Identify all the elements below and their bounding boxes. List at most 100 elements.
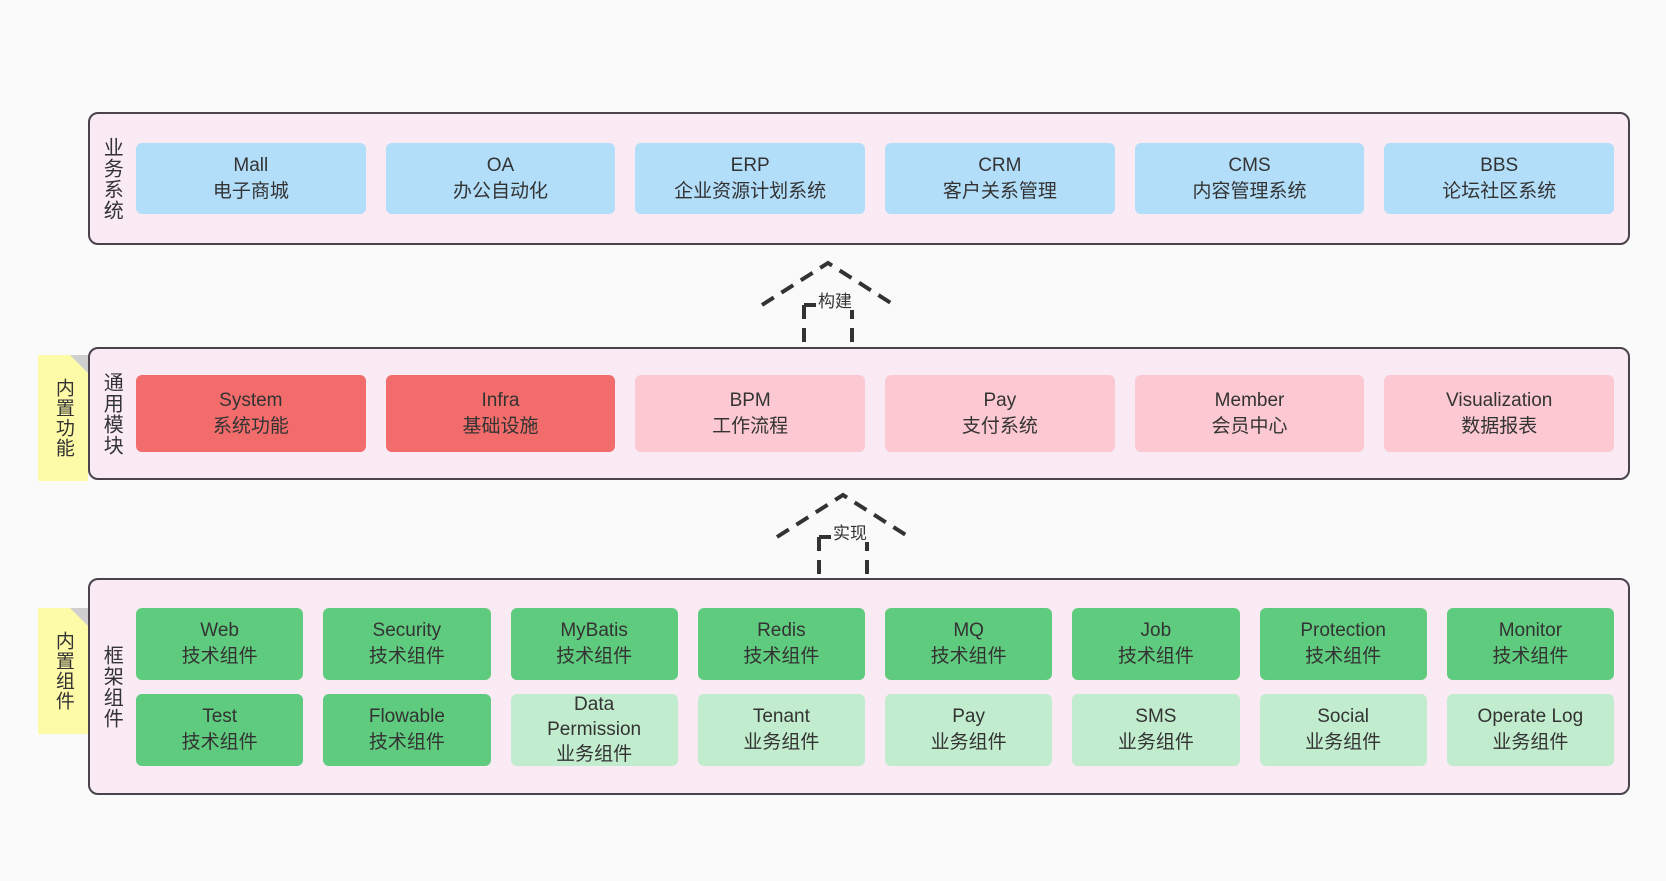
card-subtitle: 技术组件	[368, 731, 445, 753]
card-title: Tenant	[752, 706, 810, 728]
card-subtitle: 技术组件	[1492, 645, 1569, 667]
card-subtitle: 业务组件	[1492, 731, 1569, 753]
module-card-job[interactable]: Job 技术组件	[1072, 607, 1240, 680]
card-subtitle: 技术组件	[181, 645, 258, 667]
card-title: Member	[1214, 390, 1285, 412]
module-card-crm[interactable]: CRM 客户关系管理	[885, 143, 1115, 214]
card-title: BPM	[729, 390, 771, 412]
module-card-system[interactable]: System 系统功能	[136, 375, 366, 452]
layer-title-common: 通用模块	[100, 371, 123, 456]
card-subtitle: 工作流程	[712, 415, 789, 437]
layer-row: Test 技术组件 Flowable 技术组件 Data Permission …	[136, 693, 1614, 766]
card-title: Infra	[481, 390, 520, 412]
card-title: Security	[372, 620, 442, 642]
module-card-pay-business[interactable]: Pay 业务组件	[885, 693, 1053, 766]
card-subtitle: 办公自动化	[453, 180, 549, 202]
layer-row: Web 技术组件 Security 技术组件 MyBatis 技术组件 Redi…	[136, 607, 1614, 680]
module-card-test[interactable]: Test 技术组件	[136, 693, 304, 766]
module-card-social[interactable]: Social 业务组件	[1259, 693, 1427, 766]
card-subtitle: 会员中心	[1211, 415, 1288, 437]
card-title: Operate Log	[1477, 706, 1584, 728]
relation-arrow-implement: 实现	[755, 487, 955, 579]
layer-title-business: 业务系统	[100, 136, 123, 221]
module-card-sms[interactable]: SMS 业务组件	[1072, 693, 1240, 766]
module-card-operate-log[interactable]: Operate Log 业务组件	[1446, 693, 1614, 766]
card-subtitle: 基础设施	[462, 415, 539, 437]
layer-body-business: Mall 电子商城 OA 办公自动化 ERP 企业资源计划系统 CRM 客户关系…	[132, 114, 1628, 243]
card-title: Monitor	[1498, 620, 1563, 642]
card-title: Web	[200, 620, 239, 642]
layer-body-common: System 系统功能 Infra 基础设施 BPM 工作流程 Pay 支付系统…	[132, 349, 1628, 478]
relation-arrow-label-build: 构建	[816, 292, 854, 311]
card-title: Flowable	[368, 706, 445, 728]
module-card-security[interactable]: Security 技术组件	[323, 607, 491, 680]
card-title: Job	[1140, 620, 1172, 642]
card-title: Data	[574, 693, 615, 715]
card-title: SMS	[1135, 706, 1177, 728]
module-card-bpm[interactable]: BPM 工作流程	[635, 375, 866, 452]
layer-title-framework: 框架组件	[100, 644, 123, 729]
card-title: MQ	[953, 620, 984, 642]
sticky-note-builtin-features: 内置功能	[38, 355, 88, 481]
module-card-infra[interactable]: Infra 基础设施	[385, 375, 616, 452]
layer-framework-components: 框架组件 Web 技术组件 Security 技术组件 MyBatis 技术组件…	[88, 578, 1630, 795]
module-card-web[interactable]: Web 技术组件	[136, 607, 304, 680]
card-subtitle: 企业资源计划系统	[674, 180, 827, 202]
sticky-fold-corner-icon	[70, 608, 88, 626]
module-card-bbs[interactable]: BBS 论坛社区系统	[1384, 143, 1615, 214]
card-subtitle: 业务组件	[1117, 731, 1194, 753]
card-subtitle: 论坛社区系统	[1442, 180, 1557, 202]
card-subtitle: 业务组件	[556, 744, 633, 766]
module-card-redis[interactable]: Redis 技术组件	[697, 607, 865, 680]
card-subtitle: 系统功能	[212, 415, 289, 437]
relation-arrow-build: 构建	[740, 255, 940, 347]
module-card-flowable[interactable]: Flowable 技术组件	[323, 693, 491, 766]
card-title: Pay	[983, 390, 1017, 412]
card-title: CRM	[978, 155, 1022, 177]
layer-common-modules: 通用模块 System 系统功能 Infra 基础设施 BPM 工作流程 Pay…	[88, 347, 1630, 480]
card-subtitle: 业务组件	[1305, 731, 1382, 753]
module-card-mq[interactable]: MQ 技术组件	[885, 607, 1053, 680]
card-subtitle: 技术组件	[181, 731, 258, 753]
card-title: Redis	[757, 620, 806, 642]
card-subtitle: 数据报表	[1461, 415, 1538, 437]
card-subtitle: 技术组件	[743, 645, 820, 667]
layer-body-framework: Web 技术组件 Security 技术组件 MyBatis 技术组件 Redi…	[132, 580, 1628, 793]
card-title: Protection	[1300, 620, 1386, 642]
card-subtitle: 技术组件	[1305, 645, 1382, 667]
layer-row: Mall 电子商城 OA 办公自动化 ERP 企业资源计划系统 CRM 客户关系…	[136, 143, 1615, 214]
card-title: OA	[486, 155, 515, 177]
module-card-cms[interactable]: CMS 内容管理系统	[1134, 143, 1365, 214]
sticky-fold-corner-icon	[70, 355, 88, 373]
module-card-erp[interactable]: ERP 企业资源计划系统	[635, 143, 866, 214]
module-card-visualization[interactable]: Visualization 数据报表	[1384, 375, 1615, 452]
card-title: Visualization	[1446, 390, 1553, 412]
card-subtitle: 客户关系管理	[942, 180, 1057, 202]
card-subtitle: 技术组件	[556, 645, 633, 667]
module-card-mybatis[interactable]: MyBatis 技术组件	[510, 607, 678, 680]
card-subtitle: 电子商城	[212, 180, 289, 202]
card-subtitle: 技术组件	[368, 645, 445, 667]
card-title: CMS	[1228, 155, 1271, 177]
card-subtitle: 内容管理系统	[1192, 180, 1307, 202]
card-title: Social	[1317, 706, 1369, 728]
module-card-member[interactable]: Member 会员中心	[1134, 375, 1365, 452]
sticky-note-builtin-components: 内置组件	[38, 608, 88, 734]
module-card-data-permission[interactable]: Data Permission 业务组件	[510, 693, 678, 766]
card-title: Pay	[952, 706, 985, 728]
module-card-protection[interactable]: Protection 技术组件	[1259, 607, 1427, 680]
module-card-mall[interactable]: Mall 电子商城	[136, 143, 366, 214]
module-card-oa[interactable]: OA 办公自动化	[385, 143, 616, 214]
layer-row: System 系统功能 Infra 基础设施 BPM 工作流程 Pay 支付系统…	[136, 375, 1615, 452]
sticky-note-label: 内置功能	[52, 378, 74, 458]
module-card-tenant[interactable]: Tenant 业务组件	[697, 693, 865, 766]
layer-business-systems: 业务系统 Mall 电子商城 OA 办公自动化 ERP 企业资源计划系统 CRM…	[88, 112, 1630, 245]
card-title: BBS	[1480, 155, 1519, 177]
card-title: Test	[202, 706, 238, 728]
card-title: ERP	[730, 155, 770, 177]
module-card-pay[interactable]: Pay 支付系统	[885, 375, 1115, 452]
card-subtitle: 业务组件	[930, 731, 1007, 753]
card-subtitle: 技术组件	[1117, 645, 1194, 667]
module-card-monitor[interactable]: Monitor 技术组件	[1446, 607, 1614, 680]
